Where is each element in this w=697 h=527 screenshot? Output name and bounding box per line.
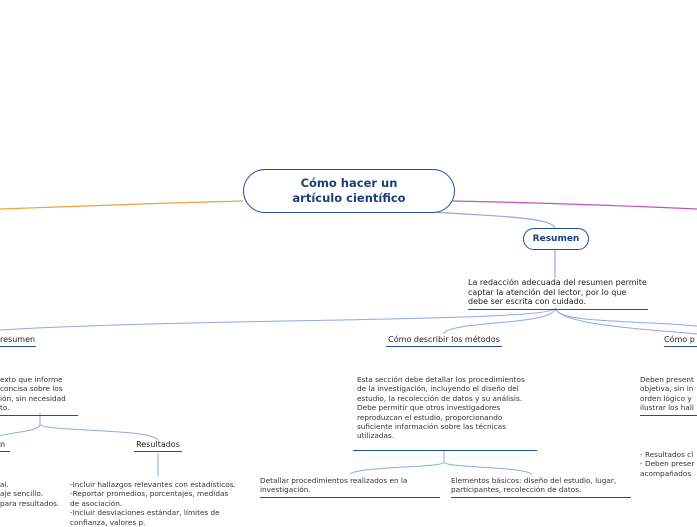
link-resumen-left [0,307,556,331]
resumen-description: La redacción adecuada del resumen permit… [468,278,648,310]
link-root-resumen [419,210,556,229]
link-resumen-metodos [442,307,556,335]
root-node[interactable]: Cómo hacer un artículo científico [243,169,455,213]
right-branch-description: Deben present objetiva, sin in orden lóg… [640,375,697,416]
resumen-label: Resumen [532,234,580,244]
resultados-topic[interactable]: Resultados [134,440,182,452]
link-left-sub [0,423,41,437]
link-left-resultados [39,413,159,441]
right-branch-topic[interactable]: Cómo p [664,335,697,347]
metodos-topic[interactable]: Cómo describir los métodos [386,335,502,347]
metodos-description-underline [353,450,537,451]
left-sub-description: al. aje sencillo. para resultados. [0,480,60,508]
link-metodos-child-left [349,451,445,475]
left-sub-topic[interactable]: n [0,440,10,452]
left-branch-description: exto que informe concisa sobre los ión, … [0,375,78,416]
link-resumen-right-2 [554,307,697,335]
link-root-right [452,200,697,210]
resumen-node[interactable]: Resumen [523,228,589,250]
metodos-child-right[interactable]: Elementos básicos: diseño del estudio, l… [451,476,631,498]
metodos-child-left[interactable]: Detallar procedimientos realizados en la… [260,476,440,498]
link-metodos-child-right [443,461,533,475]
left-branch-topic[interactable]: resumen [0,335,36,347]
link-resumen-right [554,307,697,327]
root-title: Cómo hacer un artículo científico [292,176,406,205]
metodos-description: Esta sección debe detallar los procedimi… [357,375,525,441]
link-root-left [0,200,244,210]
right-branch-list: - Resultados cl - Deben preser acompañad… [640,450,695,478]
